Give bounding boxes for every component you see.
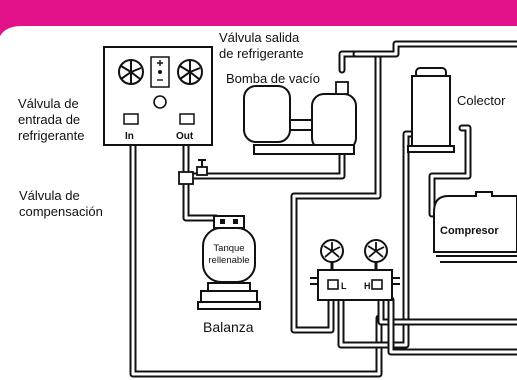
- compensation-valve-label: Válvula de compensación: [19, 188, 103, 219]
- high-side-label: H: [364, 281, 371, 291]
- compressor: Compresor: [433, 191, 517, 263]
- tank-label-line1: Tanque: [213, 243, 244, 254]
- fan-left-icon: [118, 59, 144, 85]
- collector: [407, 67, 455, 153]
- hose-manifold-right-1: [377, 296, 517, 326]
- compressor-label: Compresor: [440, 225, 499, 237]
- fan-right-icon: [177, 59, 203, 85]
- out-port-label: Out: [176, 131, 194, 142]
- control-unit: In Out: [103, 46, 213, 146]
- in-port-label: In: [125, 131, 134, 142]
- hoses: [129, 40, 517, 378]
- scale-label: Balanza: [203, 319, 254, 335]
- power-knob: [153, 95, 167, 109]
- tank-label-line2: rellenable: [208, 255, 249, 266]
- refill-tank: Tanque rellenable: [202, 215, 256, 283]
- compensation-valve: [178, 159, 208, 185]
- in-port: [123, 113, 139, 125]
- vacuum-pump: [243, 81, 357, 155]
- scale: [197, 282, 261, 310]
- inlet-valve-label: Válvula de entrada de refrigerante: [18, 96, 85, 143]
- collector-label: Colector: [457, 93, 506, 108]
- low-side-label: L: [341, 281, 347, 291]
- vacuum-pump-label: Bomba de vacío: [226, 71, 320, 86]
- out-port: [179, 113, 195, 125]
- outlet-valve-label: Válvula salida de refrigerante: [219, 30, 304, 61]
- manifold-gauges: L H: [310, 239, 400, 301]
- header-band: [0, 0, 517, 36]
- hose-manifold-right-2: [387, 296, 517, 356]
